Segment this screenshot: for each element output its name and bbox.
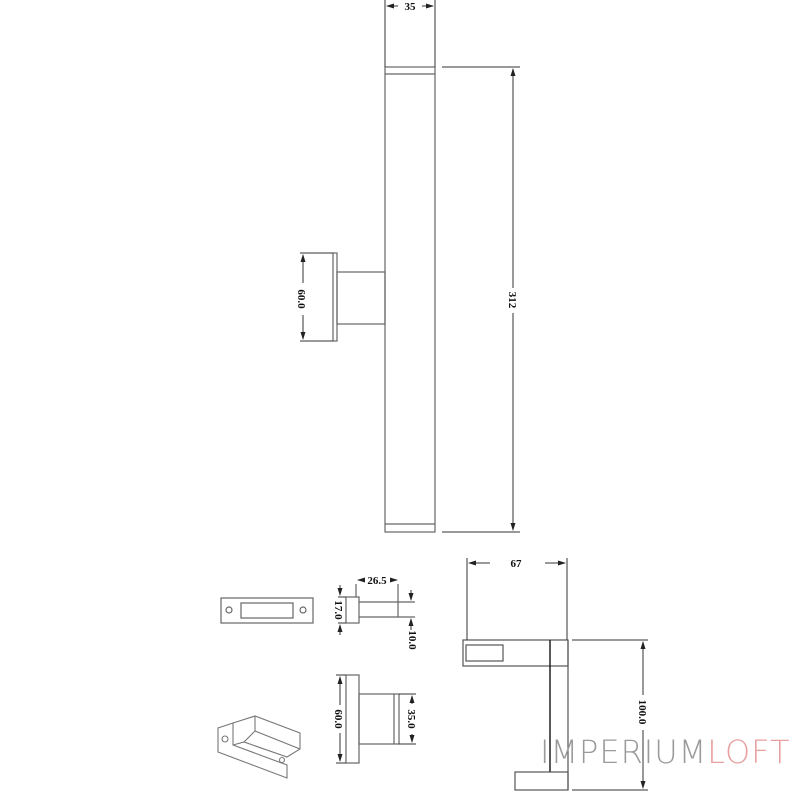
lamp-tube (384, 66, 436, 533)
dim-label-plate: 60.0 (332, 709, 344, 729)
dim-label-arm: 35.0 (405, 709, 417, 729)
side-view (462, 639, 569, 791)
dim-label-depth: 26.5 (367, 575, 387, 587)
dim-label-height: 312 (506, 292, 518, 309)
dim-label-mount: 60.0 (295, 289, 307, 309)
bracket-plate-front (220, 597, 314, 624)
watermark-logo: IMPERIUMLOFT (540, 733, 791, 771)
dim-label-67: 67 (511, 558, 523, 570)
watermark-part2: LOFT (707, 733, 791, 771)
bracket-side-view (345, 674, 400, 764)
bracket-iso-view (217, 715, 301, 779)
wall-plate (332, 252, 338, 342)
dim-26-5 (337, 577, 414, 635)
bracket-top-view (345, 584, 415, 624)
dim-label-10: 10.0 (406, 630, 418, 650)
dim-label-100: 100.0 (636, 700, 648, 725)
dim-label-17: 17.0 (332, 600, 344, 620)
dim-width-35 (384, 0, 436, 67)
dim-mount-60 (300, 252, 333, 342)
mount-arm (336, 271, 386, 325)
dim-height-312 (442, 66, 520, 533)
dim-label-width: 35 (405, 1, 417, 13)
dim-side-view (466, 558, 648, 791)
dim-side (336, 674, 416, 764)
front-view (332, 66, 436, 533)
watermark-part1: IMPERIUM (540, 733, 708, 771)
